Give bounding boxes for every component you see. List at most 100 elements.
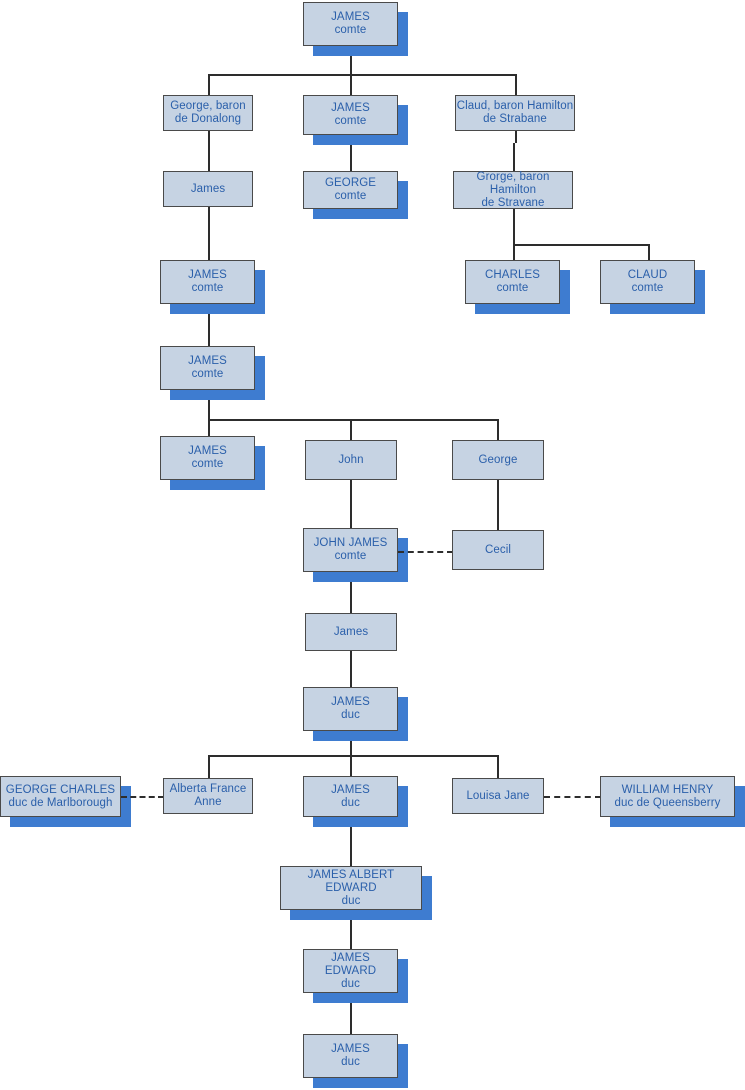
person-name: James [333, 625, 369, 638]
person-name: JAMES [188, 445, 227, 457]
person-name: GEORGE [324, 177, 377, 189]
person-node-n16[interactable]: Cecil [452, 530, 544, 570]
connector-marriage-george-alberta [121, 796, 164, 798]
person-name: JAMES [331, 11, 370, 23]
connector-sib1-to-george [208, 74, 210, 95]
connector-sib3-to-james [208, 419, 210, 436]
person-name: JAMES [188, 269, 227, 281]
person-name: JAMES [188, 355, 227, 367]
person-name: Alberta France [169, 783, 247, 795]
connector-sib3-to-george [497, 419, 499, 440]
person-title: comte [631, 282, 664, 294]
connector-n1-down [350, 46, 352, 74]
person-title: de Donalong [174, 113, 242, 125]
person-title: de Stravane [481, 196, 545, 209]
connector-n11-down [208, 390, 210, 419]
connector-n18-down [350, 731, 352, 755]
connector-jamesedward-to-j [350, 993, 352, 1034]
person-name: CHARLES [484, 269, 541, 281]
connector-sibling-bar-gen6 [208, 419, 498, 421]
person-name: Cecil [484, 543, 512, 556]
person-name: JAMES [331, 696, 370, 708]
person-title: comte [334, 24, 367, 36]
connector-marriage-louisa-william [544, 796, 601, 798]
person-title: duc [341, 796, 360, 809]
connector-sib4-to-james [350, 755, 352, 776]
person-node-n14[interactable]: George [452, 440, 544, 480]
person-title: de Strabane [483, 113, 547, 125]
connector-george-to-cecil [497, 480, 499, 530]
connector-james5-down [208, 207, 210, 260]
connector-james21-to-jae [350, 817, 352, 866]
connector-james-to-george2 [350, 135, 352, 171]
connector-n8-down [208, 304, 210, 346]
connector-claud-to-grorge-a [515, 131, 517, 143]
person-title: duc [341, 709, 360, 721]
connector-johnjames-to-james [350, 572, 352, 613]
person-title: duc de Marlborough [8, 796, 113, 809]
connector-sibling-bar-gen9 [208, 755, 498, 757]
person-name: GEORGE CHARLES [5, 783, 116, 796]
person-title: duc [341, 1056, 360, 1068]
connector-sib1-to-claud [515, 74, 517, 95]
connector-james17-to-james18 [350, 651, 352, 687]
person-title: duc [341, 977, 360, 990]
connector-sib2-to-claud2 [648, 244, 650, 260]
connector-sibling-bar-gen4 [513, 244, 649, 246]
connector-sibling-bar-gen2 [208, 74, 516, 76]
person-title: comte [191, 368, 224, 380]
person-title: comte [191, 458, 224, 470]
person-name: CLAUD [627, 269, 668, 281]
person-name: JOHN JAMES [313, 537, 388, 549]
person-title: comte [334, 190, 367, 202]
person-title: comte [191, 282, 224, 294]
person-name: Grorge, baron Hamilton [476, 170, 550, 196]
person-name: George [478, 453, 518, 466]
person-node-n5[interactable]: James [163, 171, 253, 207]
person-title: comte [496, 282, 529, 294]
person-node-n22[interactable]: Louisa Jane [452, 778, 544, 814]
person-name: JAMES [331, 102, 370, 114]
connector-marriage-johnjames-cecil [398, 551, 453, 553]
connector-sib1-to-james [350, 74, 352, 95]
connector-sib2-to-charles [513, 244, 515, 260]
connector-john-to-johnjames [350, 480, 352, 528]
person-title: duc de Queensberry [614, 796, 721, 809]
person-title: comte [334, 550, 367, 562]
person-name: WILLIAM HENRY [621, 783, 714, 796]
connector-claud-to-grorge-b [513, 143, 515, 171]
person-name: JAMES ALBERT EDWARD [307, 868, 395, 894]
connector-jae-to-jamesedward [350, 910, 352, 949]
person-node-n17[interactable]: James [305, 613, 397, 651]
connector-sib3-to-john [350, 419, 352, 440]
person-name: George, baron [170, 100, 246, 112]
person-title: comte [334, 115, 367, 127]
person-name: James [190, 182, 226, 195]
connector-grorge-down [513, 209, 515, 244]
connector-george-to-james [208, 131, 210, 171]
person-name: JAMES [331, 783, 370, 796]
person-node-n13[interactable]: John [305, 440, 397, 480]
person-title: Anne [194, 796, 222, 808]
person-name: JAMES [331, 1043, 370, 1055]
